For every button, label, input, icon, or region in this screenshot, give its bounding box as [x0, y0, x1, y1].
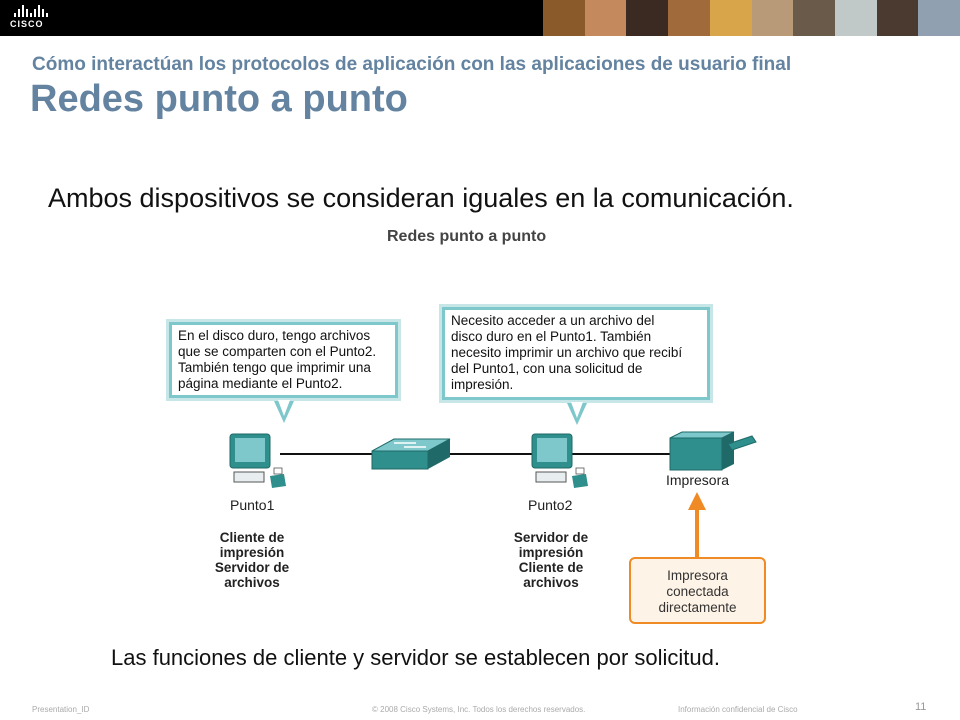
cisco-logo-text: CISCO [10, 19, 44, 29]
cisco-logo-bars-icon [14, 5, 60, 17]
role-line: Cliente de [518, 560, 584, 575]
header-photo [751, 0, 794, 36]
header-photo [584, 0, 627, 36]
note-line: Impresora [667, 568, 728, 583]
note-line: directamente [658, 600, 737, 615]
device-label-punto1: Punto1 [230, 497, 275, 513]
bubble-tail [567, 402, 587, 425]
header-photo [793, 0, 835, 36]
role-line: archivos [523, 575, 579, 590]
role-line: impresión [219, 545, 285, 560]
note-line: conectada [666, 584, 729, 599]
arrow-up-icon [688, 492, 706, 510]
bubble-line: del Punto1, con una solicitud de [451, 361, 643, 376]
header-photo-strip [543, 0, 960, 36]
bubble-line: También tengo que imprimir una [178, 360, 371, 375]
bubble-line: impresión. [451, 377, 514, 392]
roles-punto1: Cliente de impresión Servidor de archivo… [197, 530, 307, 590]
slide-subtitle: Cómo interactúan los protocolos de aplic… [32, 54, 792, 75]
network-link [280, 453, 675, 455]
role-line: Cliente de [219, 530, 285, 545]
roles-punto2: Servidor de impresión Cliente de archivo… [496, 530, 606, 590]
role-line: archivos [224, 575, 280, 590]
bubble-tail [274, 400, 294, 423]
header-banner: CISCO [0, 0, 960, 36]
bubble-line: Necesito acceder a un archivo del [451, 313, 655, 328]
header-photo [834, 0, 877, 36]
header-photo [543, 0, 585, 36]
page-number: 11 [915, 701, 927, 713]
bubble-line: que se comparten con el Punto2. [178, 344, 377, 359]
header-photo [918, 0, 960, 36]
header-photo [626, 0, 669, 36]
device-label-printer: Impresora [666, 472, 730, 488]
footer-confidential: Información confidencial de Cisco [678, 705, 798, 714]
header-photo [709, 0, 752, 36]
header-photo [876, 0, 919, 36]
pc-icon-punto1 [229, 433, 286, 488]
bubble-line: necesito imprimir un archivo que recibí [451, 345, 683, 360]
role-line: Servidor de [513, 530, 589, 545]
bubble-line: disco duro en el Punto1. También [451, 329, 652, 344]
slide-title: Redes punto a punto [30, 78, 408, 120]
footer-presentation-id: Presentation_ID [32, 705, 90, 714]
cisco-logo: CISCO [10, 5, 60, 33]
switch-icon [371, 438, 451, 470]
bottom-text: Las funciones de cliente y servidor se e… [111, 645, 721, 670]
footer-copyright: © 2008 Cisco Systems, Inc. Todos los der… [372, 705, 586, 714]
header-photo [668, 0, 710, 36]
role-line: Servidor de [214, 560, 290, 575]
diagram-title: Redes punto a punto [387, 228, 547, 245]
arrow-shaft [695, 508, 699, 558]
role-line: impresión [518, 545, 584, 560]
printer-icon [669, 431, 757, 471]
printer-note-box: Impresora conectada directamente [629, 557, 766, 624]
bubble-line: página mediante el Punto2. [178, 376, 343, 391]
speech-bubble-punto2: Necesito acceder a un archivo del disco … [442, 307, 710, 425]
bubble-line: En el disco duro, tengo archivos [178, 328, 371, 343]
device-label-punto2: Punto2 [528, 497, 573, 513]
lead-text: Ambos dispositivos se consideran iguales… [48, 183, 794, 213]
speech-bubble-punto1: En el disco duro, tengo archivos que se … [169, 322, 398, 423]
pc-icon-punto2 [531, 433, 588, 488]
